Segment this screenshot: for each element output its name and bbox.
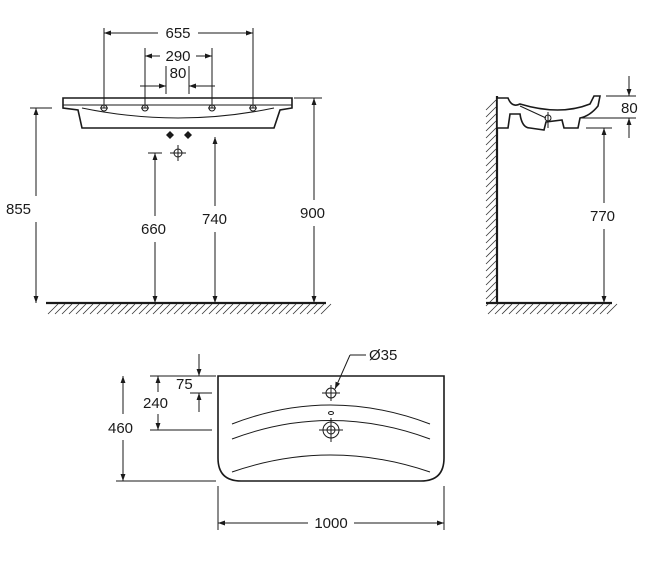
dim-width: 1000 (314, 515, 347, 532)
side-view: 80 770 (485, 76, 638, 315)
dim-height-side: 770 (590, 208, 615, 225)
side-wall-hatch (485, 99, 497, 307)
dim-width-small: 80 (170, 65, 187, 82)
top-overflow (328, 411, 334, 415)
dim-offset-tap: 75 (176, 376, 193, 393)
supply-point-left (166, 131, 174, 139)
dim-width-mid: 290 (165, 48, 190, 65)
dim-offset-drain: 240 (143, 395, 168, 412)
dim-height-drain: 660 (141, 221, 166, 238)
dim-height-left: 855 (6, 201, 31, 218)
top-view: Ø35 75 240 460 1000 (108, 347, 445, 532)
front-basin-outline (62, 97, 293, 129)
dim-depth-top: 80 (621, 100, 638, 117)
dim-width-total: 655 (165, 25, 190, 42)
dim-hole-diameter: Ø35 (369, 347, 397, 364)
front-floor-hatch (47, 303, 332, 315)
front-view: 655 290 80 855 660 740 900 (6, 25, 332, 315)
supply-point-right (184, 131, 192, 139)
dim-depth: 460 (108, 420, 133, 437)
dim-height-rim: 900 (300, 205, 325, 222)
side-floor-hatch (487, 303, 618, 315)
front-basin-bowl-curve (81, 107, 275, 119)
dim-height-trap: 740 (202, 211, 227, 228)
